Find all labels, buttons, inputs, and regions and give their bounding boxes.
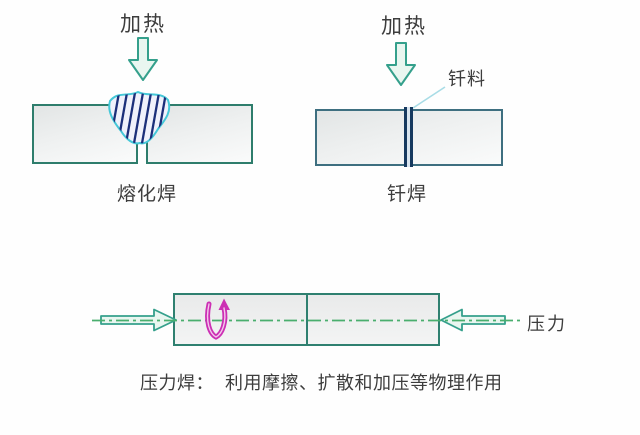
brazing-heat-label: 加热 (381, 15, 427, 38)
fusion-heat-label: 加热 (120, 13, 166, 36)
brazing-heat-down-arrow-icon (386, 42, 416, 86)
pressure-caption: 压力焊： 利用摩擦、扩散和加压等物理作用 (140, 373, 503, 393)
rotation-arrow-icon (205, 298, 230, 340)
pressure-arrow-right-icon (100, 308, 177, 332)
pressure-left-bar (173, 293, 308, 346)
pressure-centerline (92, 319, 520, 322)
fusion-heat-down-arrow-icon (128, 37, 158, 81)
pressure-force-label: 压力 (527, 314, 567, 334)
filler-strip (404, 107, 413, 167)
pressure-right-bar (306, 293, 440, 346)
weld-pool (108, 90, 171, 145)
brazing-filler-label: 钎料 (448, 69, 486, 89)
fusion-caption: 熔化焊 (117, 184, 178, 205)
brazing-caption: 钎焊 (387, 184, 428, 205)
filler-leader-line (412, 86, 446, 109)
pressure-arrow-left-icon (440, 308, 506, 332)
